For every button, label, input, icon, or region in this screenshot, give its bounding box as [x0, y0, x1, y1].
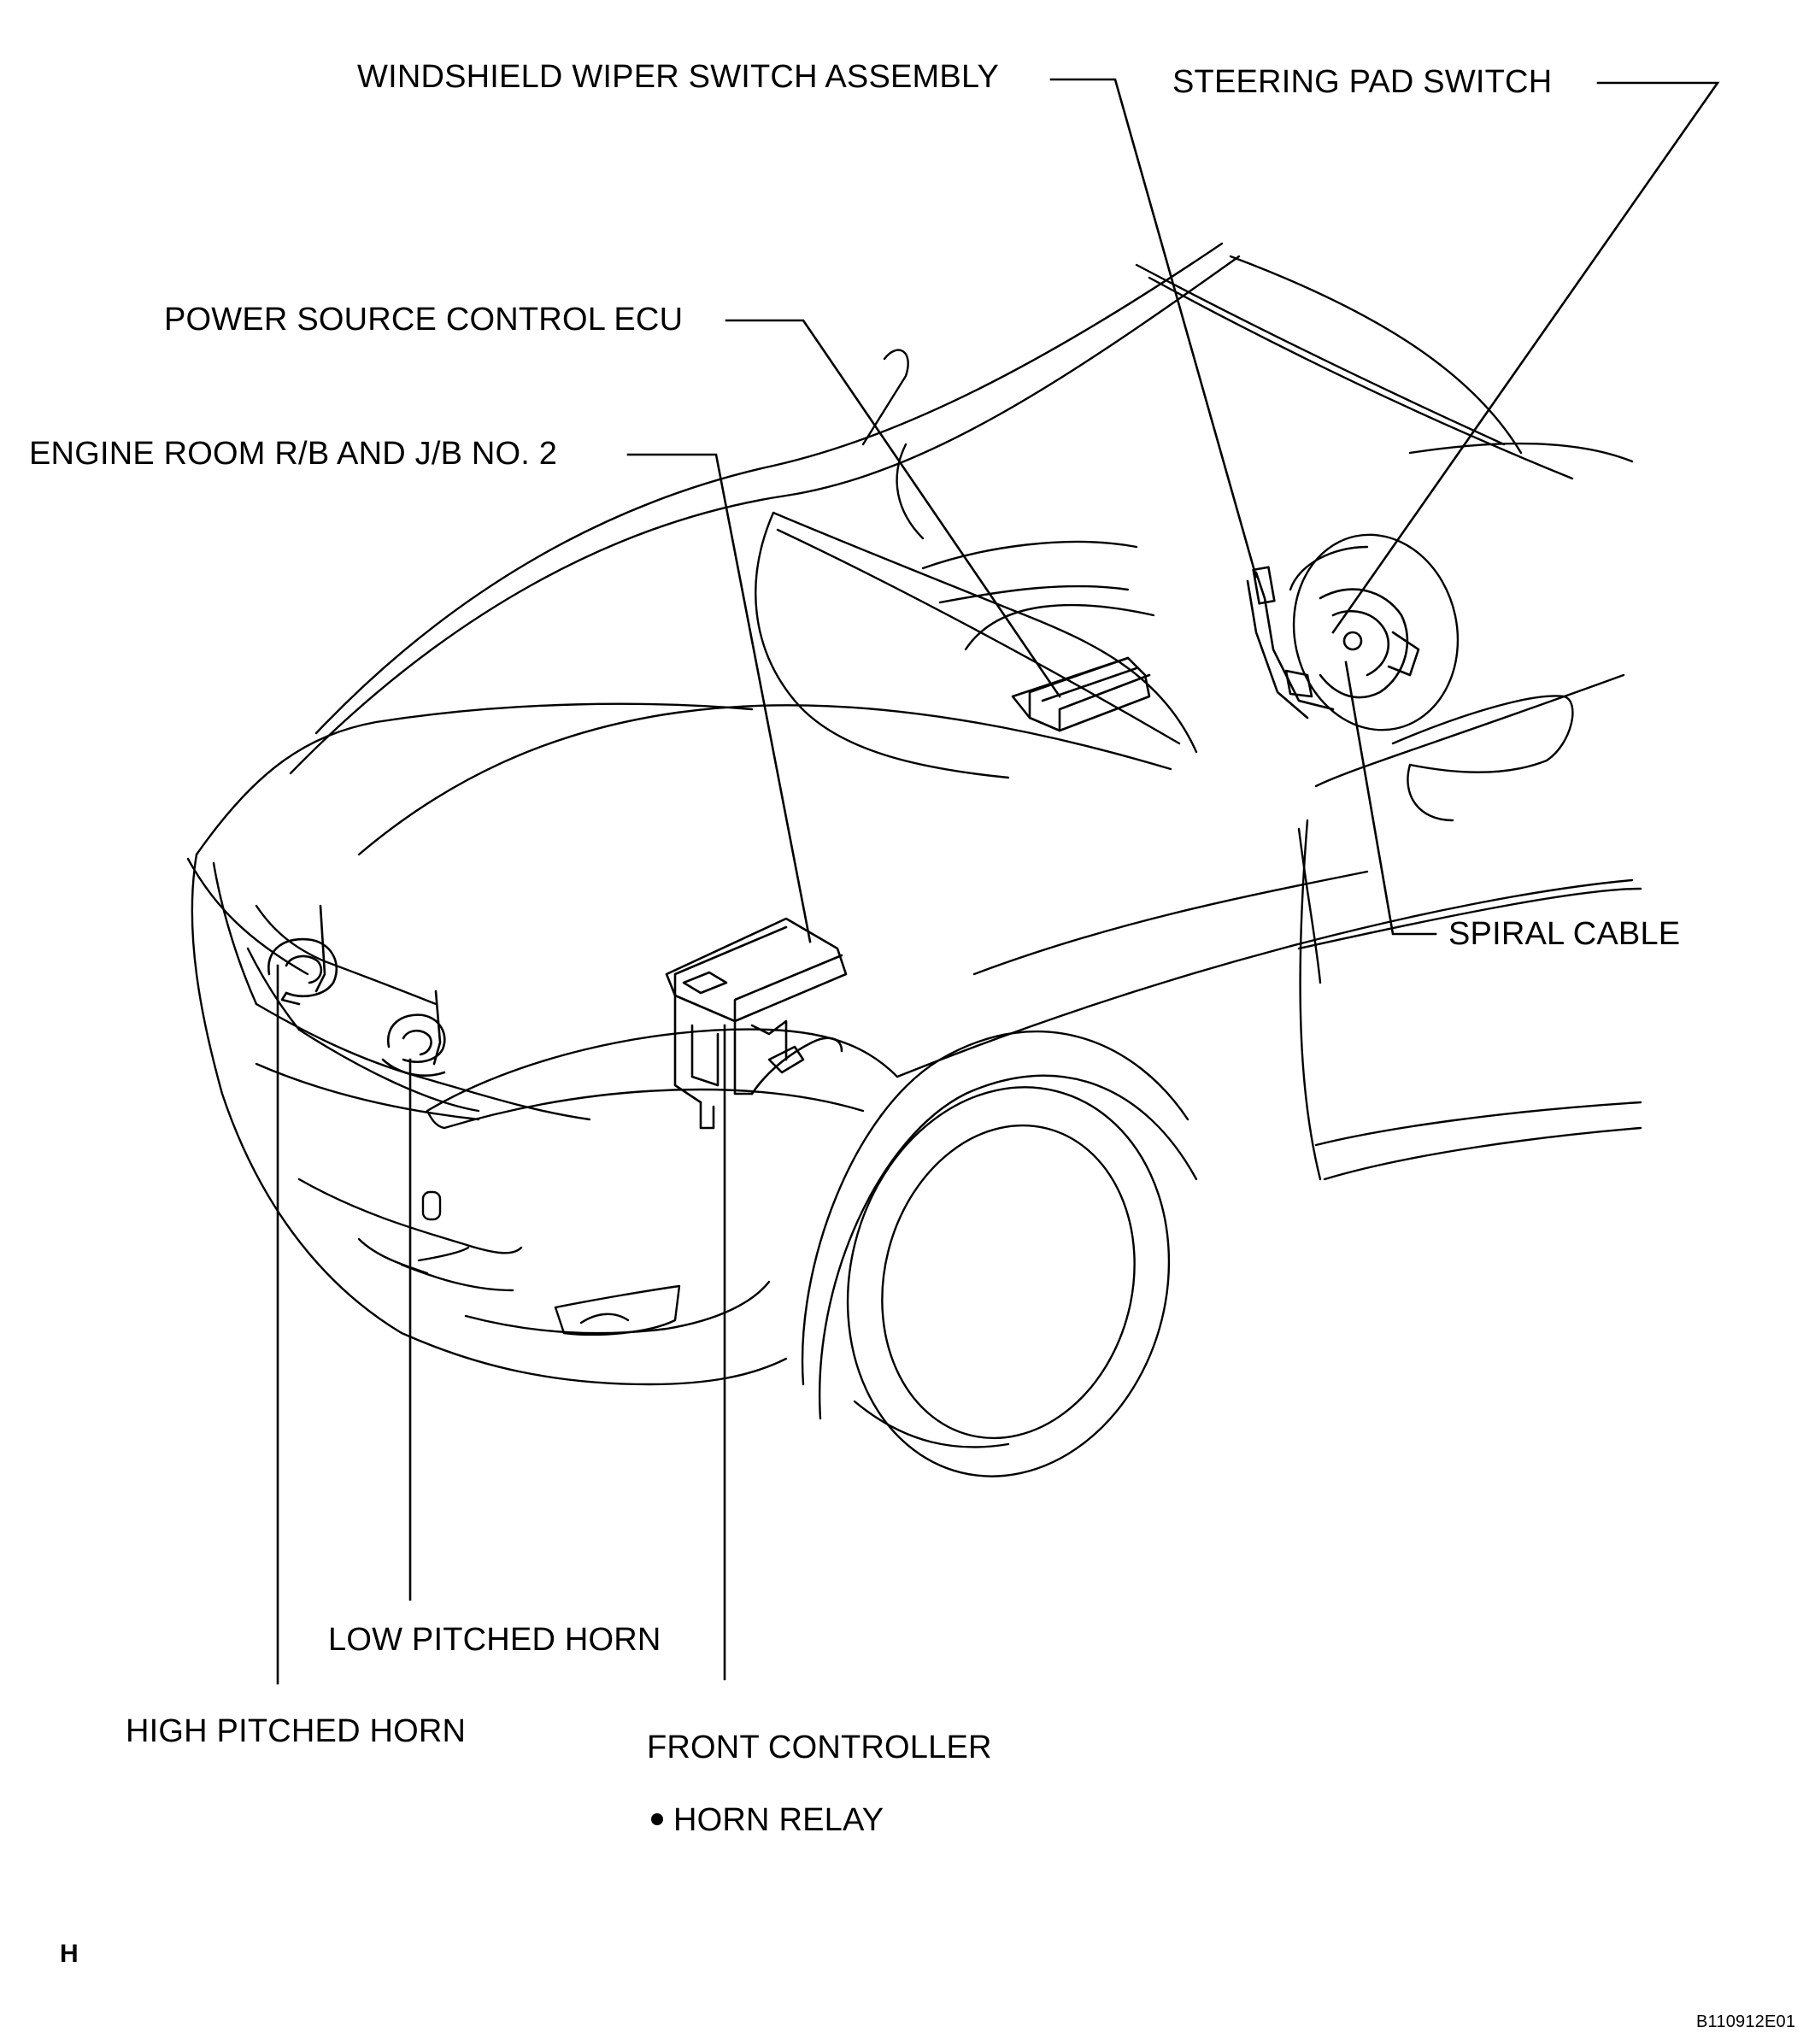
label-spiral-cable: SPIRAL CABLE [1448, 916, 1681, 952]
label-steering-pad-switch: STEERING PAD SWITCH [1172, 64, 1553, 100]
label-front-controller: FRONT CONTROLLER [647, 1730, 992, 1765]
section-letter: H [60, 1940, 79, 1968]
high-horn-shape [267, 904, 338, 1006]
figure-code: B110912E01 [1696, 2012, 1796, 2031]
car-body [186, 242, 1642, 1477]
label-horn-relay: HORN RELAY [673, 1802, 884, 1838]
leader-lines [276, 78, 1720, 1685]
label-high-pitched-horn: HIGH PITCHED HORN [126, 1713, 467, 1749]
label-power-source-control-ecu: POWER SOURCE CONTROL ECU [164, 302, 684, 338]
horn-relay-item: HORN RELAY [651, 1801, 884, 1839]
label-windshield-wiper-switch: WINDSHIELD WIPER SWITCH ASSEMBLY [357, 59, 1000, 95]
label-low-pitched-horn: LOW PITCHED HORN [328, 1622, 661, 1658]
low-horn-shape [381, 990, 446, 1077]
bullet-icon [651, 1812, 663, 1825]
steering-column-shape [1246, 566, 1420, 720]
label-engine-room-rb: ENGINE ROOM R/B AND J/B NO. 2 [29, 436, 558, 472]
engine-room-rb-shape [665, 917, 848, 1130]
